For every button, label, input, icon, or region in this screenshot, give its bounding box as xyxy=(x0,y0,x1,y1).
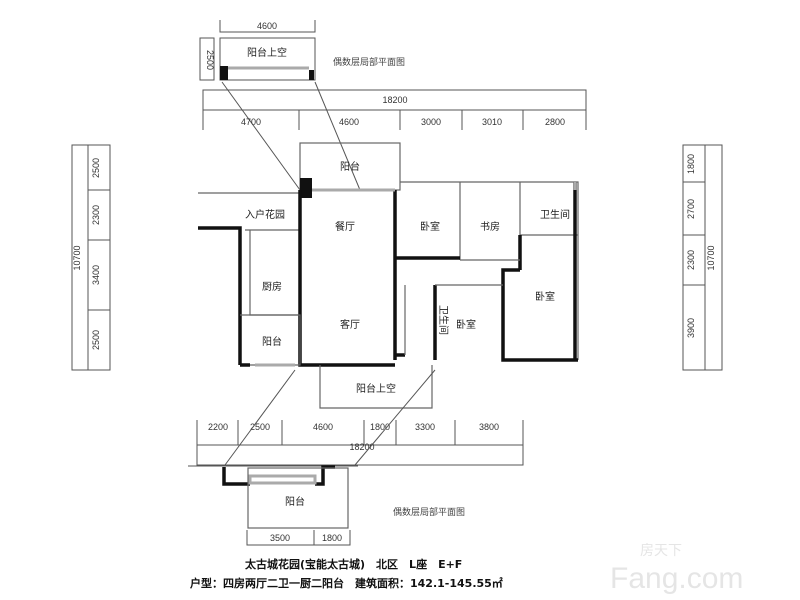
room-label: 阳台上空 xyxy=(356,382,396,395)
top-partial-plan: 4600 2500 阳台上空 偶数层局部平面图 xyxy=(199,20,405,191)
caption-details: 户型：四房两厅二卫一厨二阳台 建筑面积：142.1-145.55㎡ xyxy=(190,576,503,590)
left-dim: 3400 xyxy=(91,265,101,285)
room-label: 卧室 xyxy=(535,290,555,303)
room-label: 客厅 xyxy=(340,318,360,331)
top-partial-note: 偶数层局部平面图 xyxy=(333,56,405,68)
room-label: 阳台 xyxy=(340,160,360,173)
left-dim: 2500 xyxy=(91,330,101,350)
right-dim: 1800 xyxy=(686,154,696,174)
bottom-partial-dim: 3500 xyxy=(270,533,290,543)
room-label: 入户花园 xyxy=(245,208,285,221)
watermark-cn: 房天下 xyxy=(640,543,682,559)
right-total-dim: 10700 xyxy=(706,245,716,270)
bottom-partial-note: 偶数层局部平面图 xyxy=(393,506,465,518)
room-label: 餐厅 xyxy=(335,220,355,233)
top-total-dim: 18200 xyxy=(382,95,407,105)
bottom-dim: 2200 xyxy=(208,422,228,432)
right-dimensions: 1800 2700 2300 3900 10700 xyxy=(682,144,723,371)
watermark-en: Fang.com xyxy=(610,562,743,595)
top-partial-height: 2500 xyxy=(205,50,215,70)
left-dimensions: 10700 2500 2300 3400 2500 xyxy=(71,144,111,371)
top-dim: 3000 xyxy=(421,117,441,127)
left-dim: 2300 xyxy=(91,205,101,225)
room-label: 书房 xyxy=(480,220,500,233)
bottom-partial-dim: 1800 xyxy=(322,533,342,543)
top-partial-width: 4600 xyxy=(257,21,277,31)
room-label: 厨房 xyxy=(262,280,282,293)
bottom-dim: 2500 xyxy=(250,422,270,432)
main-plan: 阳台 入户花园 餐厅 卧室 书房 卫生间 厨房 卫生间 卧室 卧室 客厅 阳台 … xyxy=(198,142,579,409)
top-partial-room: 阳台上空 xyxy=(247,46,287,59)
caption-title: 太古城花园(宝能太古城) 北区 L座 E+F xyxy=(244,557,462,571)
bottom-dim: 3300 xyxy=(415,422,435,432)
room-label: 阳台 xyxy=(262,335,282,348)
room-label: 卫生间 xyxy=(540,208,570,221)
right-dim: 2700 xyxy=(686,199,696,219)
top-dim: 4600 xyxy=(339,117,359,127)
left-dim: 2500 xyxy=(91,158,101,178)
right-dim: 3900 xyxy=(686,318,696,338)
bottom-dimensions: 2200 2500 4600 1800 3300 3800 18200 xyxy=(196,369,524,466)
top-dim: 4700 xyxy=(241,117,261,127)
top-dimensions: 18200 4700 4600 3000 3010 2800 xyxy=(202,89,587,130)
room-label: 卫生间 xyxy=(437,305,450,335)
watermark: 房天下 Fang.com xyxy=(610,543,743,595)
left-total-dim: 10700 xyxy=(72,245,82,270)
bottom-dim: 1800 xyxy=(370,422,390,432)
top-dim: 3010 xyxy=(482,117,502,127)
top-dim: 2800 xyxy=(545,117,565,127)
right-dim: 2300 xyxy=(686,250,696,270)
bottom-total-dim: 18200 xyxy=(349,442,374,452)
bottom-dim: 4600 xyxy=(313,422,333,432)
bottom-dim: 3800 xyxy=(479,422,499,432)
bottom-partial-room: 阳台 xyxy=(285,495,305,508)
room-label: 卧室 xyxy=(456,318,476,331)
room-label: 卧室 xyxy=(420,220,440,233)
bottom-partial-plan: 阳台 偶数层局部平面图 3500 1800 xyxy=(188,465,465,546)
